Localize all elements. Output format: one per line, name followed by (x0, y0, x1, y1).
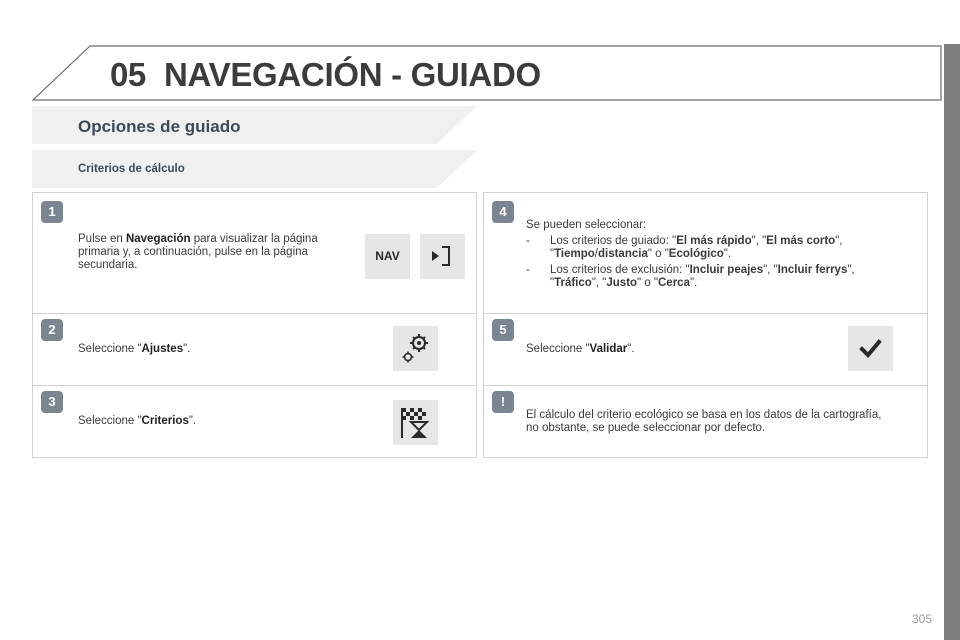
list-dash: - (526, 235, 530, 247)
option-name: El más rápido (676, 235, 752, 247)
list-text: " o " (647, 247, 669, 260)
list-text: Los criterios de guiado: " (550, 235, 677, 247)
list-text: Los criterios de exclusión: " (550, 264, 690, 276)
step-4-row: 4 Se pueden seleccionar: - Los criterios … (484, 193, 927, 313)
page-number: 305 (912, 612, 933, 626)
step-4-badge: 4 (492, 201, 514, 223)
option-name: distancia (597, 247, 648, 260)
section-title: Opciones de guiado (78, 117, 241, 136)
step-5-text: Seleccione "Validar". (526, 343, 635, 355)
criteria-list: - Los criterios de guiado: "El más rápido… (526, 235, 906, 293)
step-4-intro: Se pueden seleccionar: (526, 219, 647, 231)
list-text: ", " (763, 264, 778, 276)
validate-button[interactable] (848, 326, 893, 371)
chapter-title: NAVEGACIÓN - GUIADO (164, 56, 541, 93)
note-text: El cálculo del criterio ecológico se bas… (526, 409, 882, 434)
step-3-row: 3 Seleccione "Criterios". (33, 385, 476, 458)
option-name: Tiempo (554, 247, 595, 260)
warning-icon: ! (492, 391, 514, 413)
step-5-row: 5 Seleccione "Validar". (484, 313, 927, 386)
list-text: ", " (751, 235, 767, 247)
chapter-number: 05 (110, 56, 146, 93)
step-3-badge: 3 (41, 391, 63, 413)
criteria-list-item: - Los criterios de exclusión: "Incluir pe… (526, 264, 906, 289)
option-name: Incluir ferrys (777, 264, 848, 276)
option-name: El más corto (766, 235, 836, 247)
page-edge-tab (944, 44, 960, 640)
step-1-badge: 1 (41, 201, 63, 223)
option-name: Cerca (658, 276, 690, 289)
checkered-flag-hourglass-icon (401, 408, 430, 438)
list-text: ", " (550, 264, 855, 289)
option-name: Ecológico (668, 247, 724, 260)
subsection-title: Criterios de cálculo (78, 163, 185, 175)
section-banner: Opciones de guiado (32, 106, 477, 144)
criteria-list-item: - Los criterios de guiado: "El más rápido… (526, 235, 906, 260)
settings-button[interactable] (393, 326, 438, 371)
step-2-badge: 2 (41, 319, 63, 341)
criteria-button[interactable] (393, 400, 438, 445)
step-2-text: Seleccione "Ajustes". (78, 343, 191, 355)
next-page-icon (432, 246, 450, 266)
step-1-text: Pulse en Navegación para visualizar la p… (78, 233, 318, 271)
left-steps-panel: 1 Pulse en Navegación para visualizar la… (32, 192, 477, 458)
next-page-button[interactable] (420, 234, 465, 279)
step-3-text: Seleccione "Criterios". (78, 415, 197, 427)
step-1-row: 1 Pulse en Navegación para visualizar la… (33, 193, 476, 313)
gears-icon (402, 334, 428, 363)
option-name: Justo (606, 276, 638, 289)
list-text: ". (723, 247, 732, 260)
list-dash: - (526, 264, 530, 276)
list-text: / (594, 247, 598, 260)
chapter-header: 05 NAVEGACIÓN - GUIADO (32, 45, 942, 101)
subsection-banner: Criterios de cálculo (32, 150, 477, 188)
step-5-badge: 5 (492, 319, 514, 341)
list-text: ". (689, 276, 698, 289)
nav-button[interactable]: NAV (365, 234, 410, 279)
option-name: Incluir peajes (689, 264, 764, 276)
right-steps-panel: 4 Se pueden seleccionar: - Los criterios … (483, 192, 928, 458)
option-name: Tráfico (554, 276, 592, 289)
checkmark-icon (859, 339, 882, 358)
step-2-row: 2 Seleccione "Ajustes". (33, 313, 476, 386)
list-text: " o " (637, 276, 658, 289)
note-row: ! El cálculo del criterio ecológico se b… (484, 385, 927, 458)
list-text: ", " (591, 276, 607, 289)
list-text: ", " (550, 235, 843, 260)
